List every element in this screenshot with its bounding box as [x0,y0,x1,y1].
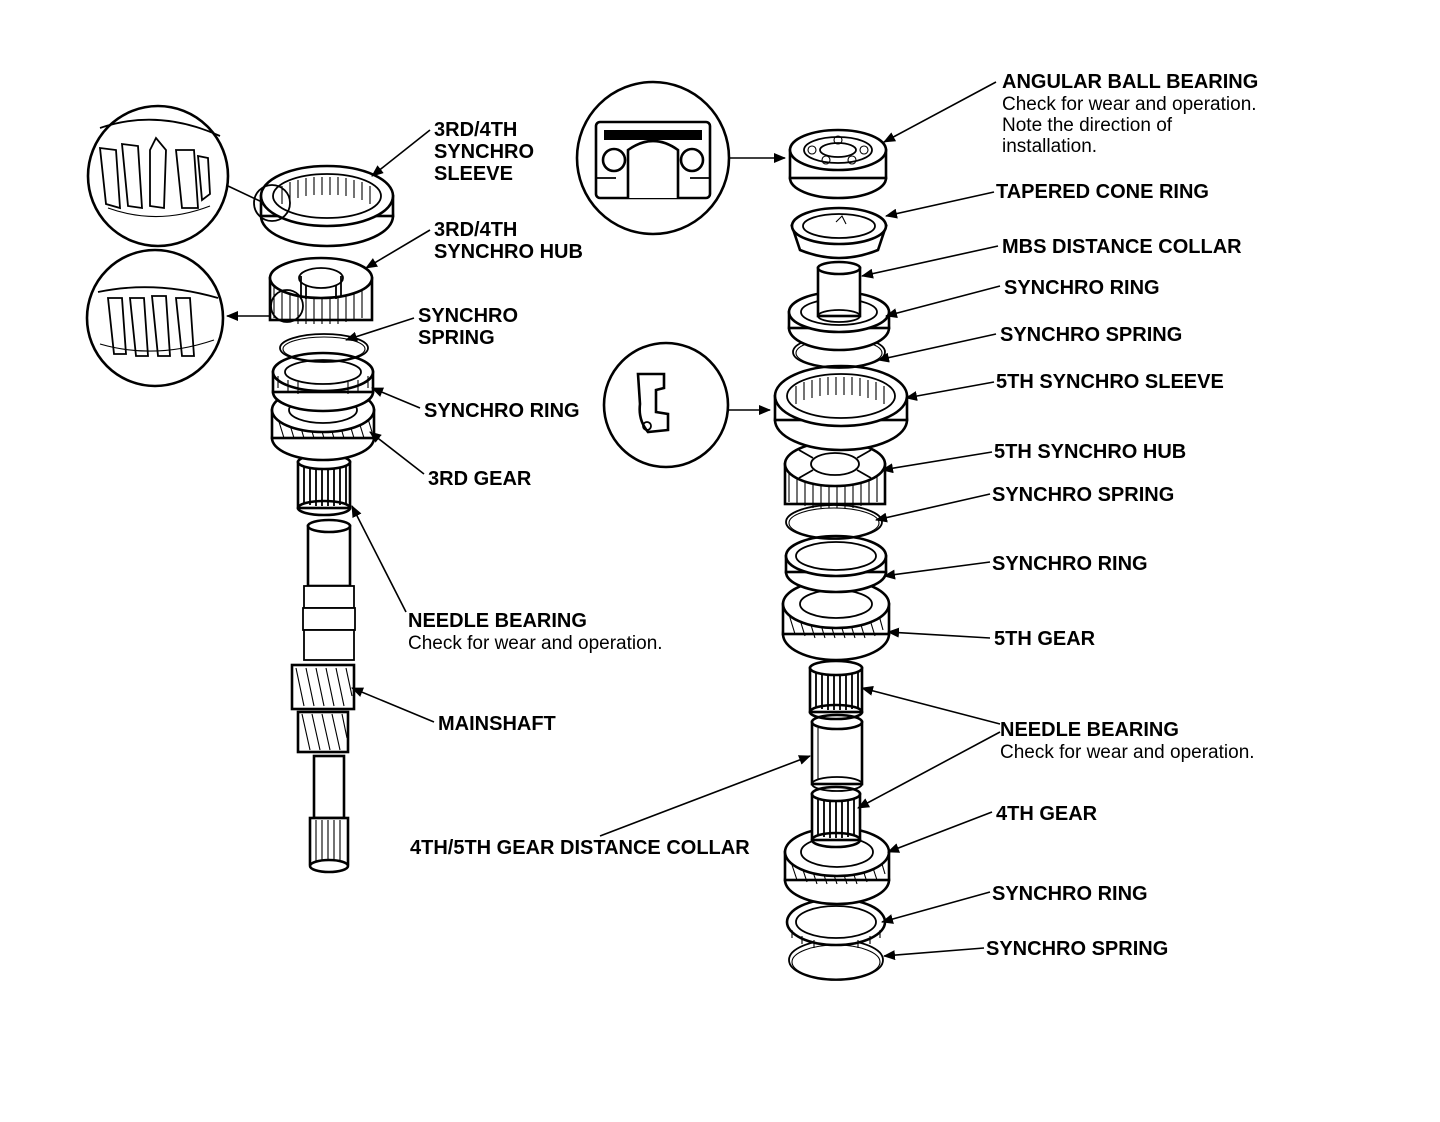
needle-bearing-upper-part [808,659,864,721]
mainshaft-label: MAINSHAFT [438,713,556,735]
5th-synchro-hub-label: 5TH SYNCHRO HUB [994,441,1186,463]
bearing-note-line3: installation. [1002,136,1097,157]
needle-bearing-label: NEEDLE BEARING [408,610,587,632]
5th-gear-label: 5TH GEAR [994,628,1096,650]
right-assembly [575,80,909,981]
sleeve-label-line3: SLEEVE [434,163,513,185]
needle-bearing-left-part [296,453,352,517]
synchro-spring-bottom-label: SYNCHRO SPRING [986,938,1168,960]
hub-spline-detail-callout [85,248,270,388]
tapered-cone-ring-label: TAPERED CONE RING [996,181,1209,203]
hub-label-line1: 3RD/4TH [434,219,517,241]
5th-synchro-hub-part [783,440,887,508]
3rd-4th-synchro-hub-part [268,256,374,324]
synchro-ring-left-part [271,351,375,413]
bearing-note-line1: Check for wear and operation. [1002,94,1257,115]
sleeve-label-line2: SYNCHRO [434,141,534,163]
4th-gear-label: 4TH GEAR [996,803,1098,825]
synchro-spring-left-part [279,333,369,363]
labels-right: ANGULAR BALL BEARING Check for wear and … [986,71,1258,960]
left-assembly [85,104,395,874]
leader-lines [345,81,1001,961]
sleeve-label-line1: 3RD/4TH [434,119,517,141]
synchro-ring-middle-label: SYNCHRO RING [992,553,1148,575]
3rd-gear-label: 3RD GEAR [428,468,532,490]
labels-left: 3RD/4TH SYNCHRO SLEEVE 3RD/4TH SYNCHRO H… [408,119,750,859]
mbs-distance-collar-label: MBS DISTANCE COLLAR [1002,236,1242,258]
tapered-cone-ring-part [790,206,888,260]
mainshaft-part [290,518,356,874]
needle-bearing-right-label: NEEDLE BEARING [1000,719,1179,741]
hub-label-line2: SYNCHRO HUB [434,241,583,263]
sleeve-profile-detail-callout [602,341,771,469]
angular-ball-bearing-part [788,128,888,200]
spring-label-line2: SPRING [418,327,495,349]
3rd-4th-synchro-sleeve-part [253,164,395,248]
distance-collar-label: 4TH/5TH GEAR DISTANCE COLLAR [410,837,750,859]
distance-collar-part [810,713,864,792]
needle-bearing-right-note: Check for wear and operation. [1000,742,1255,763]
synchro-spring-middle-label: SYNCHRO SPRING [992,484,1174,506]
needle-bearing-lower-part [810,785,862,849]
bearing-section-detail-callout [575,80,786,236]
angular-ball-bearing-label: ANGULAR BALL BEARING [1002,71,1258,93]
5th-gear-part [781,578,891,662]
sleeve-spline-detail-callout [86,104,263,248]
5th-synchro-sleeve-part [773,364,909,452]
needle-bearing-note: Check for wear and operation. [408,633,663,654]
bearing-note-line2: Note the direction of [1002,115,1173,136]
synchro-spring-upper-label: SYNCHRO SPRING [1000,324,1182,346]
spring-label-line1: SYNCHRO [418,305,518,327]
synchro-ring-bottom-part [785,897,887,948]
synchro-ring-upper-label: SYNCHRO RING [1004,277,1160,299]
synchro-ring-middle-part [784,534,888,594]
mbs-distance-collar-part [816,260,862,323]
ring-label: SYNCHRO RING [424,400,580,422]
synchro-spring-middle-part [785,504,883,540]
5th-synchro-sleeve-label: 5TH SYNCHRO SLEEVE [996,371,1224,393]
synchro-ring-bottom-label: SYNCHRO RING [992,883,1148,905]
